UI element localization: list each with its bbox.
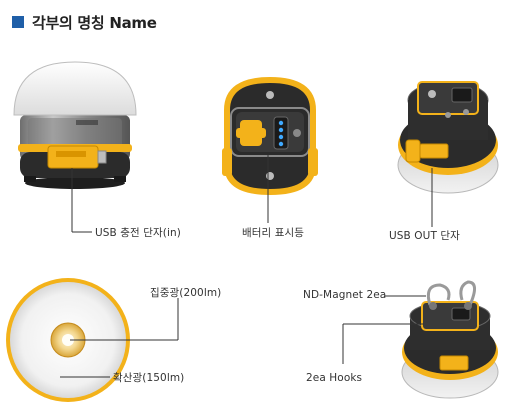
label-battery-indicator: 배터리 표시등: [242, 227, 304, 239]
lamp-rear-view: [397, 81, 499, 194]
lamp-side-view: [13, 61, 137, 189]
usb-out-plug-icon: [405, 139, 449, 163]
hook-icon: [426, 280, 476, 306]
magnet-icon: [429, 302, 472, 310]
section-header: 각부의 명칭 Name: [12, 12, 157, 32]
usb-plug-icon-2: [439, 355, 469, 371]
label-magnet: ND-Magnet 2ea: [303, 289, 387, 301]
label-hooks: 2ea Hooks: [306, 372, 363, 384]
switch-button: [236, 120, 266, 146]
label-usb-out: USB OUT 단자: [389, 230, 460, 242]
label-flood-light: 확산광(150lm): [113, 372, 185, 384]
label-spot-light: 집중광(200lm): [150, 287, 222, 299]
battery-led-icon: [273, 116, 289, 150]
lamp-top-view: [222, 76, 318, 196]
label-usb-in: USB 충전 단자(in): [95, 227, 181, 239]
usb-plug-icon: [47, 145, 107, 169]
lamp-front-view: [6, 278, 130, 402]
page-title: 각부의 명칭 Name: [32, 13, 157, 32]
header-square-icon: [12, 16, 24, 28]
lamp-hooks-view: [401, 280, 499, 399]
